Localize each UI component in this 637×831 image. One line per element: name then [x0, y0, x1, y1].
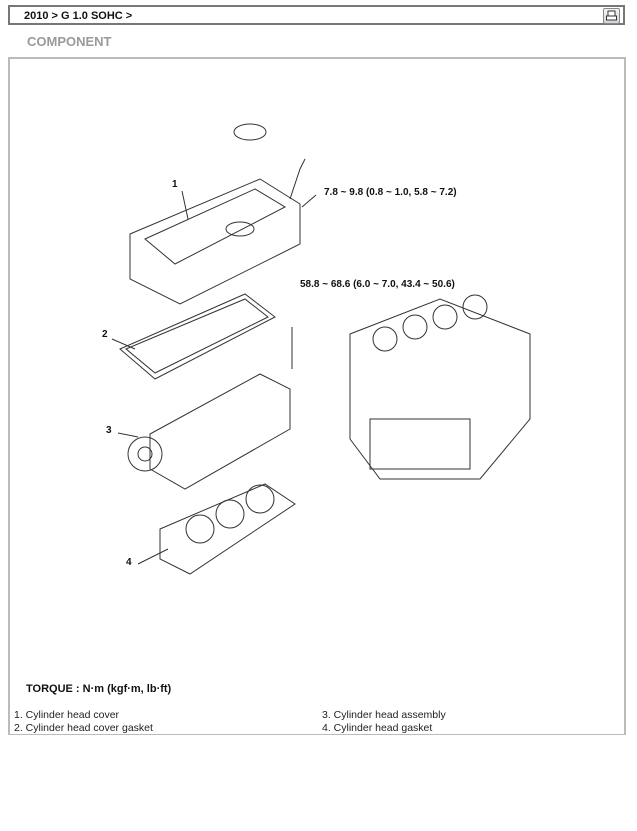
page-title: COMPONENT — [27, 34, 112, 49]
callout-2: 2 — [102, 329, 108, 340]
torque-spec-head-bolt: 58.8 ~ 68.6 (6.0 ~ 7.0, 43.4 ~ 50.6) — [300, 279, 455, 290]
printer-icon[interactable] — [603, 8, 620, 24]
breadcrumb-bar: 2010 > G 1.0 SOHC > — [8, 5, 625, 25]
callout-3: 3 — [106, 425, 112, 436]
exploded-engine-diagram — [111, 123, 531, 575]
breadcrumb[interactable]: 2010 > G 1.0 SOHC > — [24, 10, 133, 22]
part-item: 1. Cylinder head cover — [14, 709, 120, 721]
component-figure: 1 2 3 4 7.8 ~ 9.8 (0.8 ~ 1.0, 5.8 ~ 7.2)… — [8, 57, 626, 735]
callout-1: 1 — [172, 179, 178, 190]
torque-unit-note: TORQUE : N·m (kgf·m, lb·ft) — [26, 683, 172, 695]
part-item: 2. Cylinder head cover gasket — [14, 722, 153, 734]
torque-spec-cover-bolt: 7.8 ~ 9.8 (0.8 ~ 1.0, 5.8 ~ 7.2) — [324, 187, 457, 198]
cylinder-head-assembly-drawing — [127, 373, 291, 490]
engine-block-drawing — [349, 294, 531, 480]
gasket-drawing — [119, 293, 276, 380]
part-item: 4. Cylinder head gasket — [322, 722, 433, 734]
part-item: 3. Cylinder head assembly — [322, 709, 446, 721]
callout-4: 4 — [126, 557, 132, 568]
cylinder-head-cover-drawing — [129, 123, 306, 305]
cylinder-head-gasket-drawing — [159, 483, 296, 575]
